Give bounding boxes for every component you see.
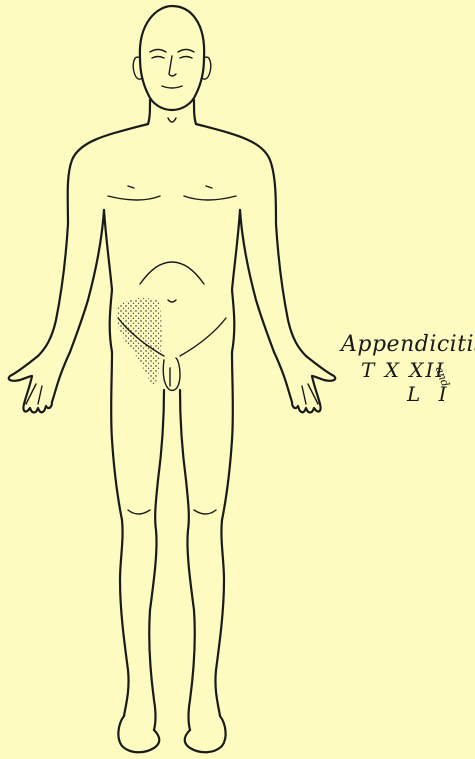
- head: [133, 6, 211, 110]
- segment-label-lumbar: L I: [407, 384, 453, 404]
- genitals: [163, 358, 180, 390]
- diagnosis-label: Appendicitis: [341, 334, 475, 356]
- torso-and-arms: [9, 124, 336, 413]
- legs: [111, 352, 233, 752]
- appendicitis-pain-region: [116, 298, 161, 386]
